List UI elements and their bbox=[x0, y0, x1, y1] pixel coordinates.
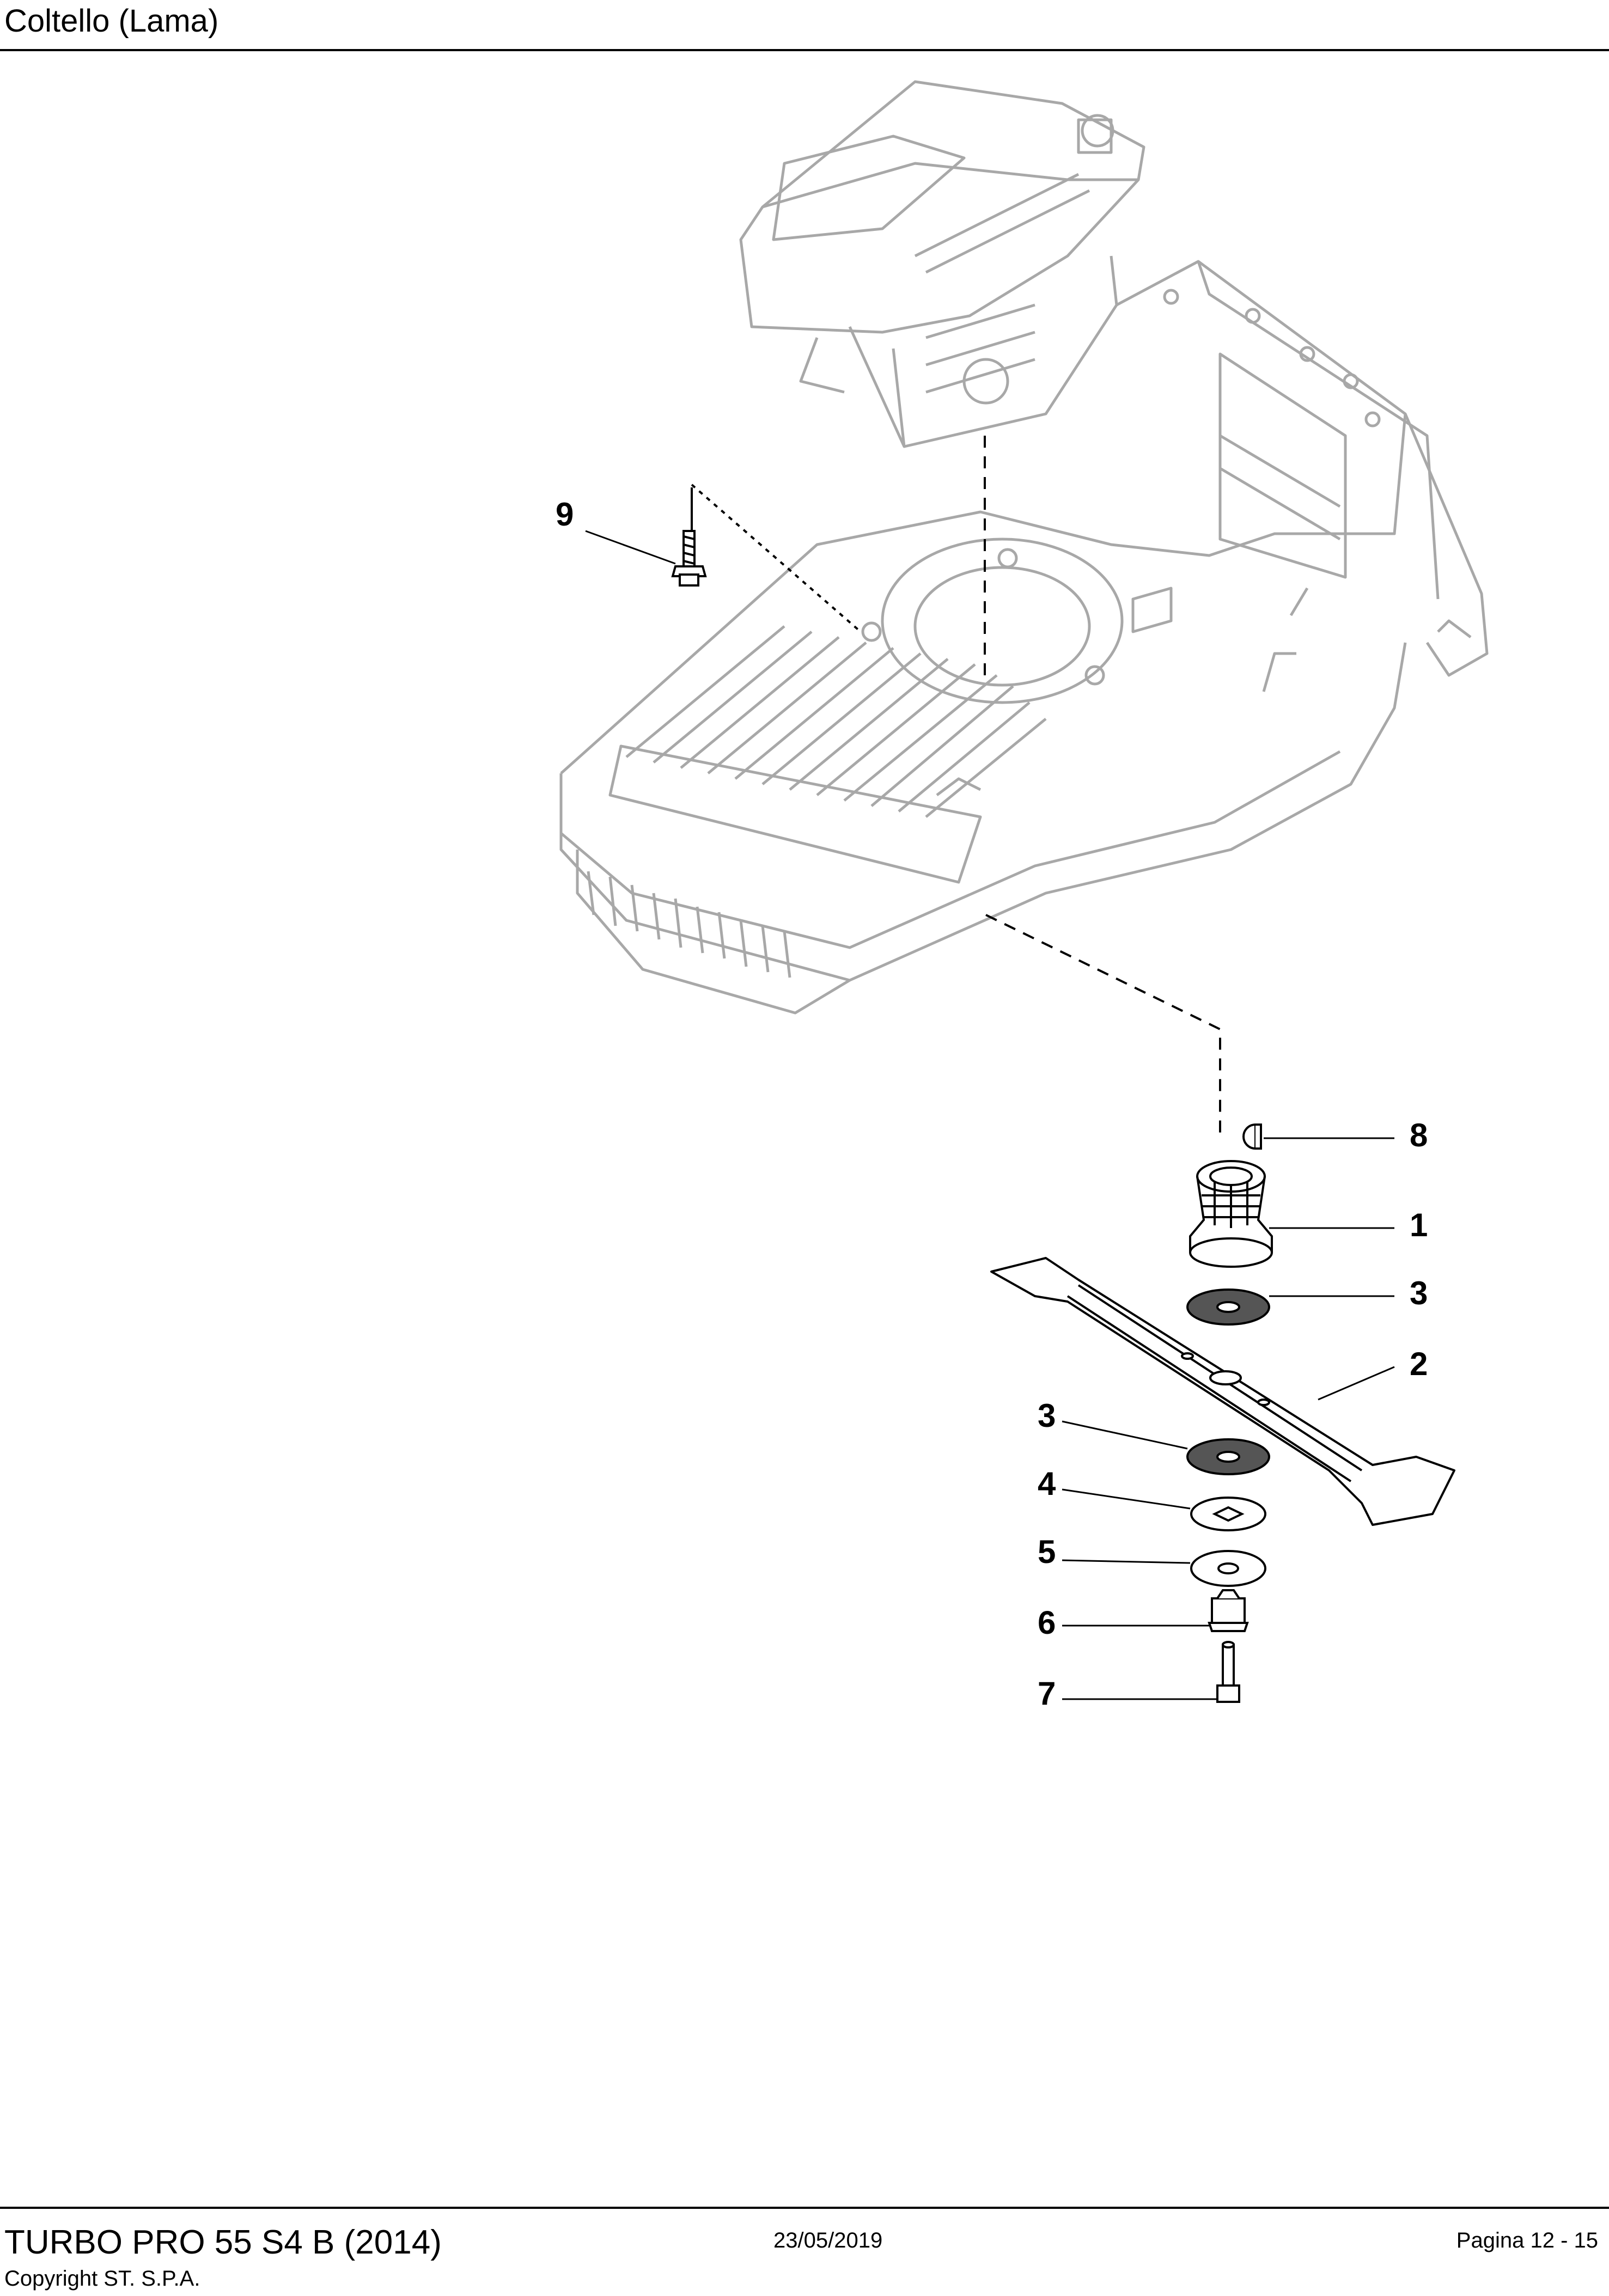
footer-rule bbox=[0, 2207, 1609, 2209]
page-title: Coltello (Lama) bbox=[4, 3, 219, 39]
header-rule bbox=[0, 49, 1609, 51]
dashed-assembly-lines bbox=[691, 436, 1221, 1133]
callout-3-lower: 3 bbox=[1038, 1397, 1056, 1434]
blade-2 bbox=[990, 1257, 1455, 1526]
mower-deck-illustration bbox=[559, 260, 1489, 1015]
footer-page-number: Pagina 12 - 15 bbox=[1456, 2228, 1598, 2252]
engine-illustration bbox=[739, 80, 1145, 448]
blade-hub-1 bbox=[1189, 1160, 1273, 1268]
callout-3-upper: 3 bbox=[1410, 1275, 1428, 1311]
callout-leaders bbox=[585, 530, 1395, 1700]
callout-5: 5 bbox=[1038, 1534, 1056, 1570]
callout-6: 6 bbox=[1038, 1604, 1056, 1641]
spring-washer-3-upper bbox=[1186, 1289, 1270, 1326]
key-8 bbox=[1242, 1123, 1262, 1150]
callout-1: 1 bbox=[1410, 1207, 1428, 1243]
washer-4 bbox=[1190, 1497, 1266, 1531]
callout-7: 7 bbox=[1038, 1675, 1056, 1712]
bolt-7 bbox=[1216, 1641, 1240, 1703]
footer-model: TURBO PRO 55 S4 B (2014) bbox=[4, 2224, 442, 2261]
callout-9: 9 bbox=[556, 496, 574, 533]
footer-date: 23/05/2019 bbox=[773, 2228, 883, 2252]
callout-4: 4 bbox=[1038, 1465, 1056, 1502]
callout-2: 2 bbox=[1410, 1346, 1428, 1382]
washer-5 bbox=[1190, 1550, 1266, 1587]
nut-6 bbox=[1208, 1589, 1249, 1632]
callout-8: 8 bbox=[1410, 1117, 1428, 1153]
callout-numbers: 9 8 1 3 2 3 4 5 6 7 bbox=[556, 496, 1428, 1712]
footer-copyright: Copyright ST. S.P.A. bbox=[4, 2267, 200, 2291]
spring-washer-3-lower bbox=[1186, 1438, 1270, 1475]
bolt-9 bbox=[671, 487, 707, 587]
